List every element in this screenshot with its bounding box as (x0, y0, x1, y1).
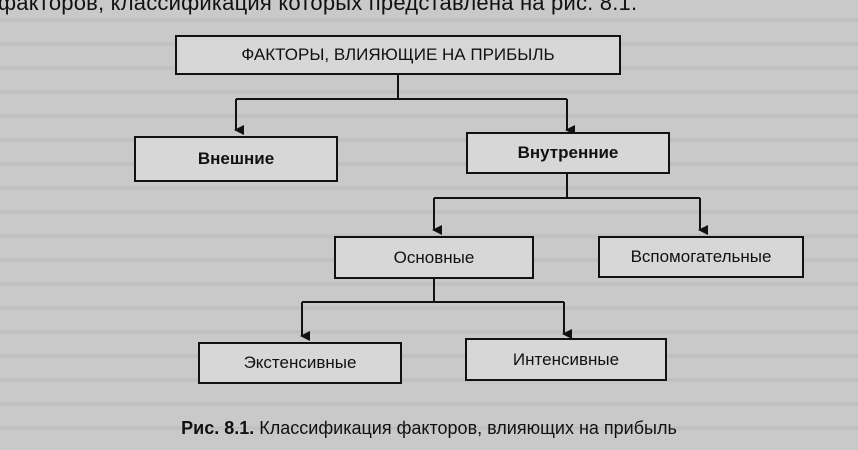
node-root: ФАКТОРЫ, ВЛИЯЮЩИЕ НА ПРИБЫЛЬ (175, 35, 621, 75)
figure-caption: Рис. 8.1. Классификация факторов, влияющ… (0, 418, 858, 439)
figure-number: Рис. 8.1. (181, 418, 255, 438)
figure-caption-text: Классификация факторов, влияющих на приб… (259, 418, 677, 438)
node-auxiliary: Вспомогательные (598, 236, 804, 278)
node-internal: Внутренние (466, 132, 670, 174)
node-main: Основные (334, 236, 534, 279)
node-external: Внешние (134, 136, 338, 182)
node-intensive: Интенсивные (465, 338, 667, 381)
paragraph-fragment: факторов, классификация которых представ… (0, 0, 638, 15)
node-extensive: Экстенсивные (198, 342, 402, 384)
